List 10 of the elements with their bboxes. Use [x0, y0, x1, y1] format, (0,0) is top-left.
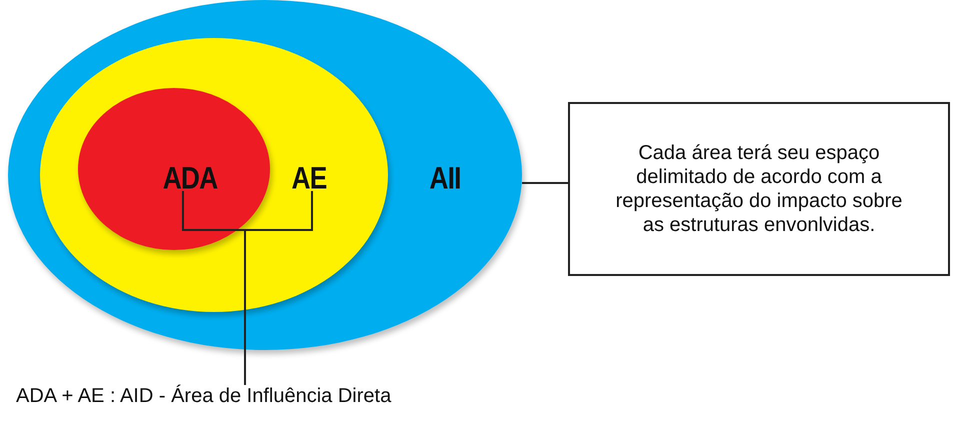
definition-text: ADA + AE : AID - Área de Influência Direta — [16, 385, 392, 407]
area-label: ADA — [162, 162, 218, 194]
connector-line — [522, 182, 568, 184]
area-label: AE — [292, 162, 326, 194]
connector-line — [244, 230, 246, 385]
connector-line — [245, 191, 313, 231]
note-box — [568, 102, 950, 276]
area-label: AII — [429, 162, 461, 194]
connector-line — [182, 191, 245, 231]
note-text: Cada área terá seu espaço delimitado de acordo com a representação do impacto sobre as estruturas envonlvidas. — [614, 141, 904, 237]
